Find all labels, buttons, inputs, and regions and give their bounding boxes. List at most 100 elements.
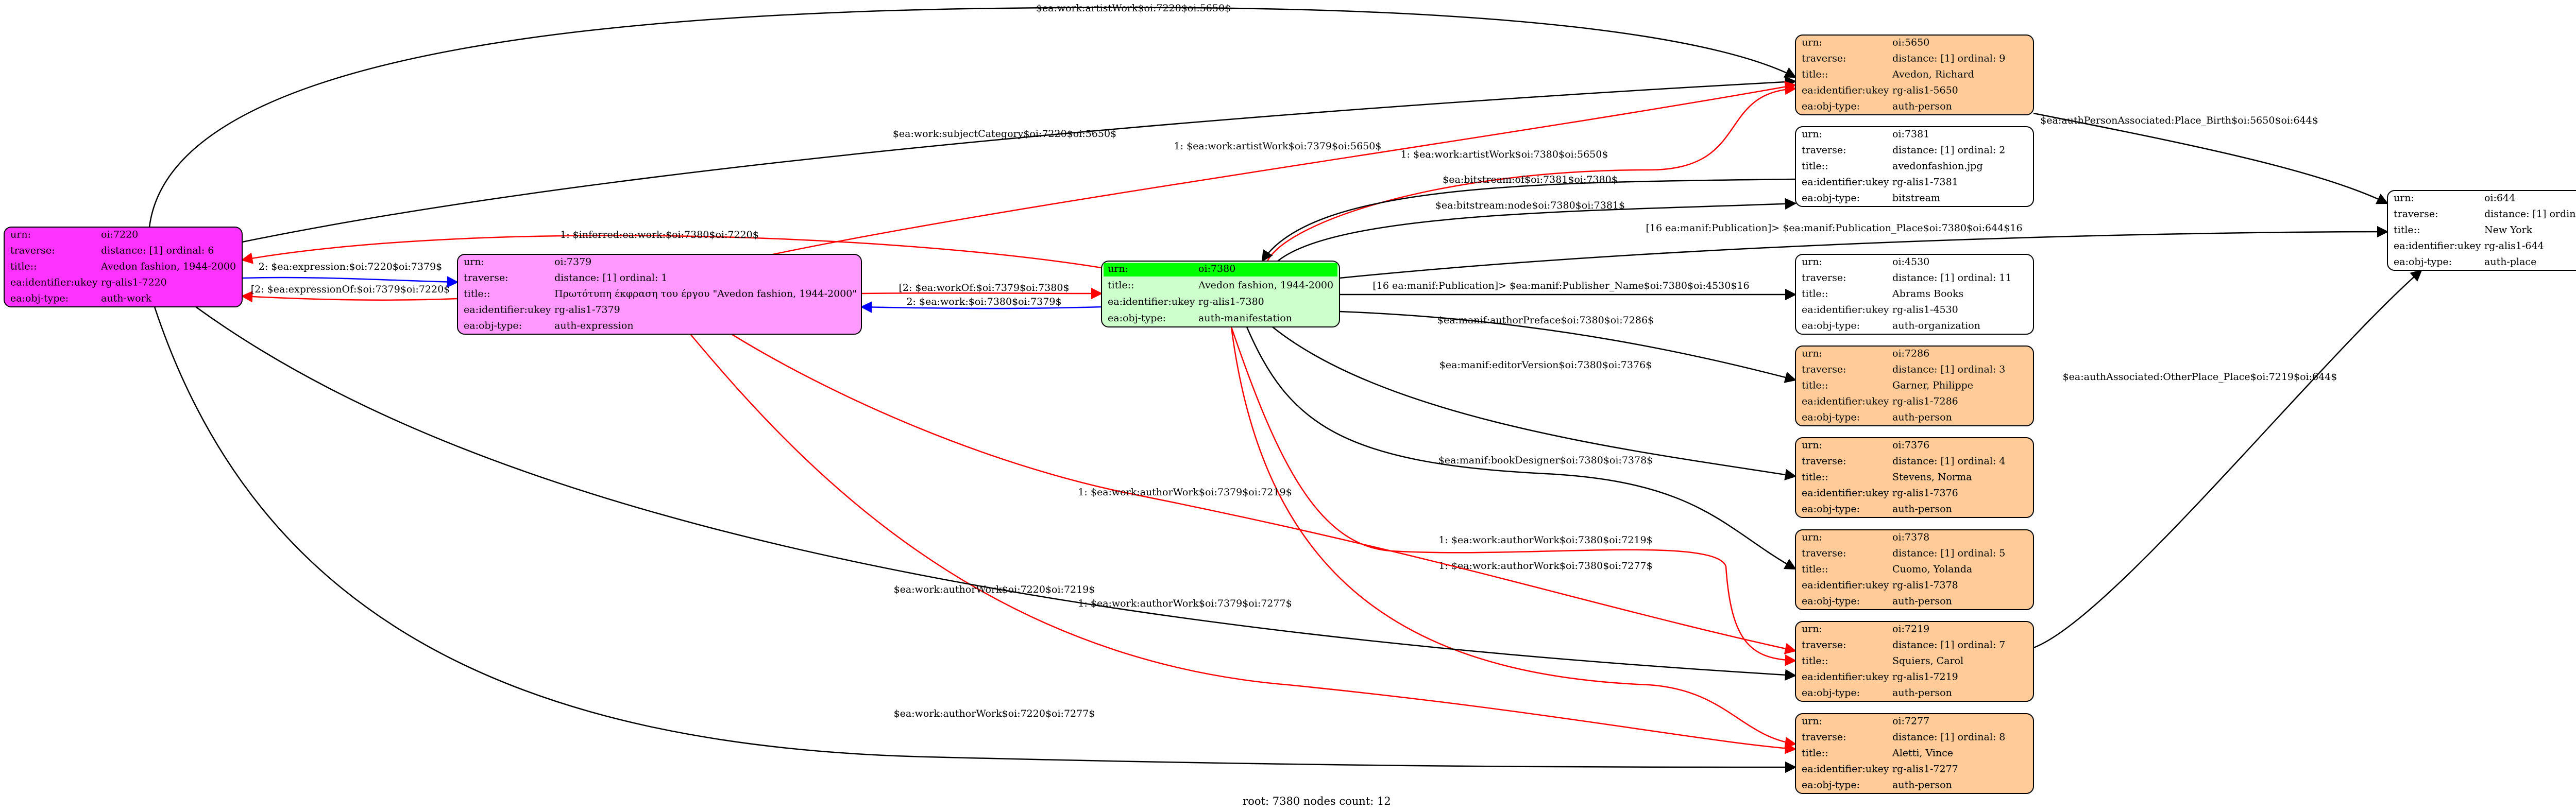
node-field-value: rg-alis1-7220 (101, 277, 167, 288)
node-field-key: traverse: (1802, 272, 1846, 283)
node-box (4, 227, 243, 307)
node-field-key: urn: (1802, 715, 1822, 727)
edge-label: [16 ea:manif:Publication]> $ea:manif:Pub… (1372, 280, 1749, 291)
node-field-value: oi:4530 (1892, 256, 1929, 267)
node-field-value: auth-person (1892, 100, 1952, 112)
edge-label: 1: $ea:work:authorWork$oi:7380$oi:7219$ (1438, 534, 1652, 546)
node-field-key: ea:identifier:ukey (1802, 487, 1889, 498)
node-field-value: New York (2484, 224, 2533, 235)
node-field-key: urn: (1802, 531, 1822, 543)
node-field-value: distance: [1] ordinal: 11 (1892, 272, 2012, 283)
edge-e-authorwork-7220-7277: $ea:work:authorWork$oi:7220$oi:7277$ (154, 306, 1797, 773)
node-field-key: title:: (1802, 471, 1828, 482)
node-field-value: Aletti, Vince (1892, 747, 1953, 758)
node-field-value: distance: [1] ordinal: 1 (554, 272, 667, 283)
node-field-value: oi:7379 (554, 256, 591, 267)
node-field-value: auth-place (2484, 256, 2536, 267)
node-field-value: rg-alis1-4530 (1892, 304, 1958, 315)
node-box (1101, 261, 1340, 327)
edges-layer: $ea:work:artistWork$oi:7220$oi:5650$ $ea:… (148, 3, 2422, 773)
edge-line (1339, 310, 1797, 383)
node-field-value: auth-work (101, 292, 152, 304)
node-field-value: avedonfashion.jpg (1892, 160, 1983, 171)
node-field-key: ea:identifier:ukey (1802, 579, 1889, 591)
node-field-value: rg-alis1-7376 (1892, 487, 1958, 498)
edge-label: $ea:work:artistWork$oi:7220$oi:5650$ (1036, 3, 1231, 14)
node-field-key: traverse: (1802, 639, 1846, 650)
node-field-value: auth-person (1892, 503, 1952, 514)
node-field-key: ea:identifier:ukey (1802, 304, 1889, 315)
node-field-key: ea:obj-type: (1802, 100, 1860, 112)
node-field-key: title:: (1108, 280, 1134, 291)
node-field-key: urn: (1802, 37, 1822, 48)
node-field-key: traverse: (1802, 144, 1846, 156)
node-field-value: Stevens, Norma (1892, 471, 1972, 482)
edge-line (860, 301, 1102, 313)
node-field-value: Πρωτότυπη έκφραση του έργου "Avedon fash… (554, 288, 857, 299)
node-field-value: rg-alis1-7381 (1892, 176, 1958, 187)
edge-e-authorwork-7380-7277: 1: $ea:work:authorWork$oi:7380$oi:7277$ (1230, 326, 1797, 749)
edge-line (1261, 178, 1796, 262)
edge-line (242, 76, 1797, 243)
edge-e-bitstreamnode-7380-7381: $ea:bitstream:node$oi:7380$oi:7381$ (1277, 198, 1797, 262)
node-field-value: bitstream (1892, 192, 1940, 203)
node-field-value: distance: [1] ordinal: 2 (1892, 144, 2005, 156)
node-field-value: rg-alis1-7378 (1892, 579, 1958, 591)
node-field-key: traverse: (1802, 731, 1846, 742)
edge-line (195, 306, 1797, 681)
node-field-key: ea:obj-type: (2394, 256, 2452, 267)
edge-e-authorwork-7220-7219: $ea:work:authorWork$oi:7220$oi:7219$ (195, 306, 1797, 681)
edge-e-pubplace-7380-644: [16 ea:manif:Publication]> $ea:manif:Pub… (1339, 222, 2389, 279)
node-field-value: oi:7277 (1892, 715, 1929, 727)
node-field-key: urn: (1802, 623, 1822, 634)
node-field-value: rg-alis1-5650 (1892, 84, 1958, 96)
edge-line (1246, 326, 1797, 570)
edge-line (154, 306, 1797, 773)
node-field-value: distance: [1] ordinal: 7 (1892, 639, 2005, 650)
edge-line (1230, 326, 1797, 749)
edge-line (1339, 226, 2389, 279)
node-person-7277[interactable]: urn: oi:7277 traverse: distance: [1] ordina… (1795, 713, 2034, 794)
node-box (2387, 190, 2576, 271)
node-field-key: urn: (1802, 128, 1822, 140)
node-field-key: ea:obj-type: (464, 320, 522, 331)
edge-label: 1: $inferred:ea:work:$oi:7380$oi:7220$ (560, 229, 759, 240)
node-field-value: distance: [1] ordinal: 3 (1892, 364, 2005, 375)
node-field-key: title:: (1802, 655, 1828, 666)
edge-label: $ea:authPersonAssociated:Place_Birth$oi:… (2040, 115, 2318, 126)
edge-label: $ea:bitstream:node$oi:7380$oi:7381$ (1435, 200, 1625, 211)
node-field-value: rg-alis1-644 (2484, 240, 2544, 251)
edge-label: $ea:work:authorWork$oi:7220$oi:7277$ (894, 708, 1095, 719)
node-field-value: rg-alis1-7380 (1198, 296, 1264, 307)
edge-label: $ea:manif:bookDesigner$oi:7380$oi:7378$ (1438, 455, 1653, 466)
node-field-value: oi:7286 (1892, 348, 1929, 359)
node-field-value: auth-person (1892, 595, 1952, 607)
node-field-key: ea:identifier:ukey (1108, 296, 1195, 307)
node-field-key: traverse: (1802, 455, 1846, 467)
node-box (1795, 34, 2034, 115)
node-field-key: urn: (1108, 263, 1128, 274)
node-box (1795, 713, 2034, 794)
node-field-value: rg-alis1-7277 (1892, 763, 1958, 774)
node-field-key: title:: (10, 261, 37, 272)
node-field-value: distance: [1] ordinal: 8 (1892, 731, 2005, 742)
edge-e-editorversion-7380-7376: $ea:manif:editorVersion$oi:7380$oi:7376$ (1272, 326, 1797, 480)
node-box (1795, 529, 2034, 610)
edge-e-authorpreface-7380-7286: $ea:manif:authorPreface$oi:7380$oi:7286$ (1339, 310, 1797, 383)
node-field-value: auth-manifestation (1198, 313, 1292, 324)
node-field-key: ea:identifier:ukey (2394, 240, 2481, 251)
edge-e-work-7380-7379: 2: $ea:work:$oi:7380$oi:7379$ (860, 296, 1102, 313)
node-field-value: Cuomo, Yolanda (1892, 563, 1972, 575)
